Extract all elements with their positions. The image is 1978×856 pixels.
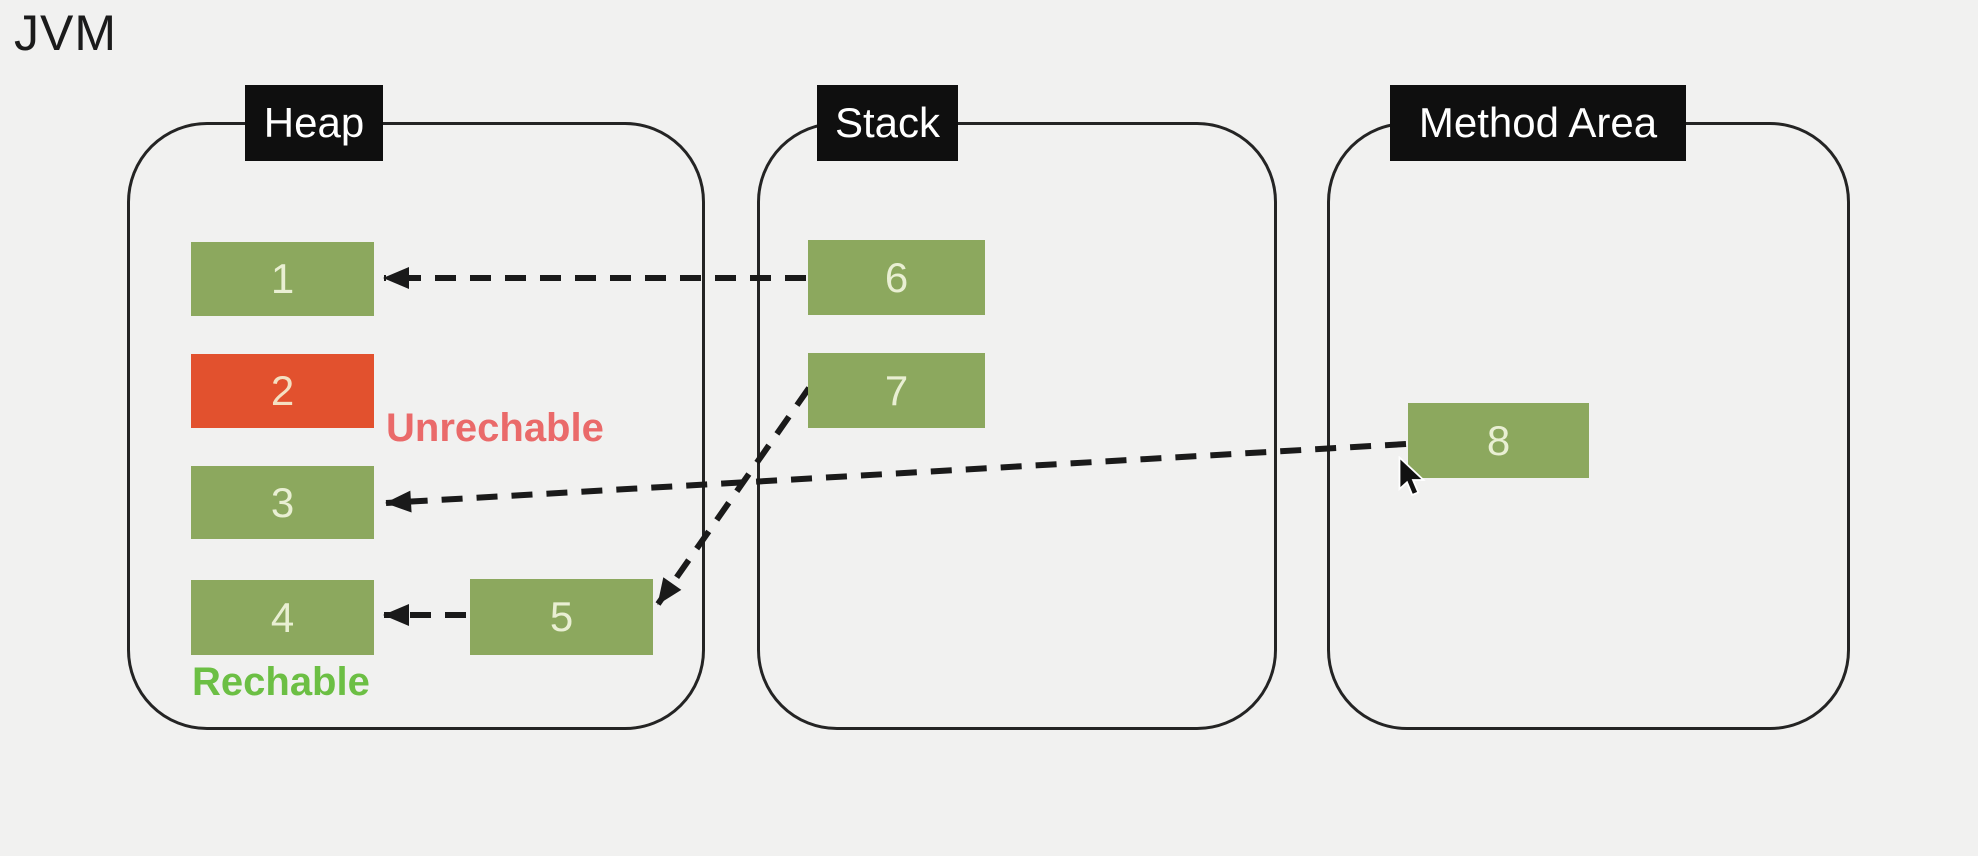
method-area-region-label: Method Area (1390, 85, 1686, 161)
heap-object-5: 5 (470, 579, 653, 655)
heap-object-4: 4 (191, 580, 374, 655)
heap-object-1: 1 (191, 242, 374, 316)
heap-object-3: 3 (191, 466, 374, 539)
heap-object-2-unreachable: 2 (191, 354, 374, 428)
mouse-cursor-icon (1398, 456, 1426, 497)
reachable-annotation: Rechable (192, 660, 370, 704)
page-title: JVM (14, 5, 117, 61)
unreachable-annotation: Unrechable (386, 406, 604, 450)
stack-frame-7: 7 (808, 353, 985, 428)
stack-region-label: Stack (817, 85, 958, 161)
method-area-object-8: 8 (1408, 403, 1589, 478)
heap-region-label: Heap (245, 85, 383, 161)
stack-frame-6: 6 (808, 240, 985, 315)
